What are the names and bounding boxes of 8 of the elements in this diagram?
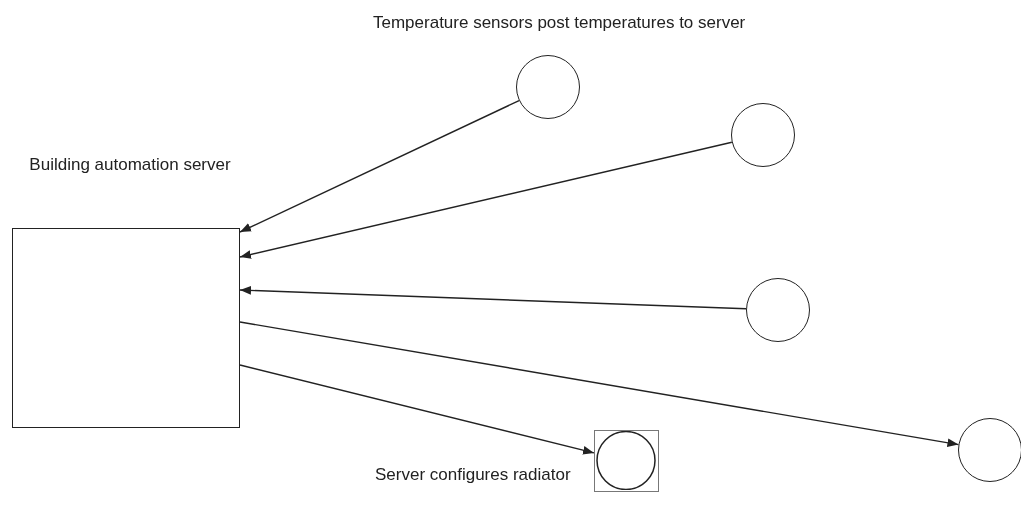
arrow: [239, 321, 960, 448]
node-heading: Building automation server: [28, 154, 232, 176]
arrow: [239, 141, 733, 259]
arrow: [239, 286, 747, 310]
caption-text: Temperature sensors post temperatures to server: [373, 12, 747, 34]
node-caption: Server configures radiator: [375, 464, 572, 486]
arrow: [239, 99, 520, 233]
arrow: [239, 364, 595, 455]
